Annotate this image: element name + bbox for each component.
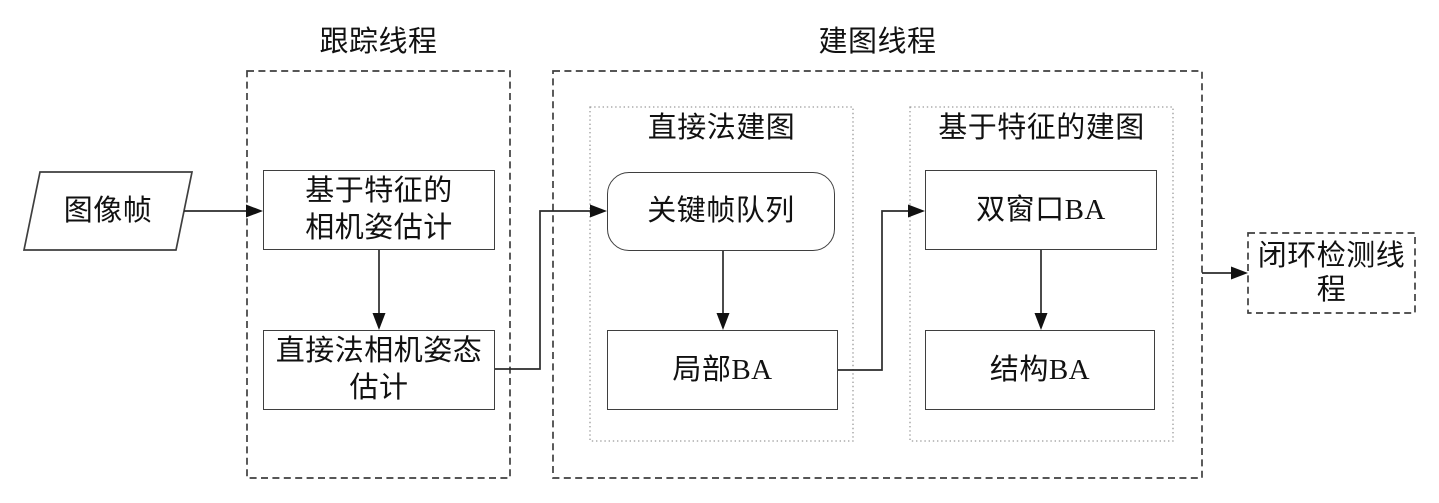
arrowhead-local-ba: [716, 313, 730, 330]
loop-closure-text-line1: 闭环检测线: [1257, 240, 1406, 272]
arrowhead-double-window-ba: [908, 204, 925, 218]
direct-pose-estimation-node: 直接法相机姿态 估计: [263, 330, 495, 410]
image-frame-node-label: 图像帧: [24, 172, 192, 250]
tracking-thread-zone-border: [246, 70, 511, 479]
edge-local-ba-to-double-window-ba: [838, 210, 908, 371]
loop-closure-node-border: [1247, 232, 1416, 314]
structure-ba-text: 结构BA: [989, 353, 1091, 386]
structure-ba-node: 结构BA: [925, 330, 1155, 410]
feature-pose-text-line2: 相机姿估计: [305, 212, 453, 244]
loop-closure-text-line2: 程: [1316, 274, 1347, 306]
edge-direct-pose-to-keyframe-queue: [495, 210, 590, 370]
image-frame-text: 图像帧: [63, 194, 153, 227]
arrowhead-direct-pose: [372, 313, 386, 330]
feature-pose-text-line1: 基于特征的: [305, 175, 453, 207]
arrowhead-structure-ba: [1034, 313, 1048, 330]
local-ba-node: 局部BA: [607, 330, 838, 410]
arrowhead-feature-pose: [246, 204, 263, 218]
direct-pose-text-line1: 直接法相机姿态: [275, 335, 483, 367]
direct-mapping-subzone-title: 直接法建图: [647, 112, 796, 144]
double-window-ba-node: 双窗口BA: [925, 170, 1157, 250]
loop-closure-thread-node: 闭环检测线 程: [1248, 233, 1415, 313]
keyframe-queue-node: 关键帧队列: [607, 172, 835, 251]
direct-pose-text-line2: 估计: [349, 372, 409, 404]
mapping-thread-zone-border: [552, 70, 1203, 479]
double-window-ba-text: 双窗口BA: [976, 193, 1106, 226]
mapping-thread-title: 建图线程: [818, 26, 937, 58]
feature-mapping-subzone-title: 基于特征的建图: [938, 112, 1145, 144]
feature-mapping-subzone-border: [909, 106, 1174, 442]
local-ba-text: 局部BA: [672, 353, 773, 386]
keyframe-queue-text: 关键帧队列: [647, 195, 795, 227]
arrowhead-keyframe-queue: [590, 204, 607, 218]
arrowhead-loop-closure: [1231, 266, 1248, 280]
tracking-thread-title: 跟踪线程: [319, 26, 438, 58]
image-frame-parallelogram: [22, 171, 194, 251]
feature-pose-estimation-node: 基于特征的 相机姿估计: [263, 170, 495, 250]
direct-mapping-subzone-border: [589, 106, 854, 442]
